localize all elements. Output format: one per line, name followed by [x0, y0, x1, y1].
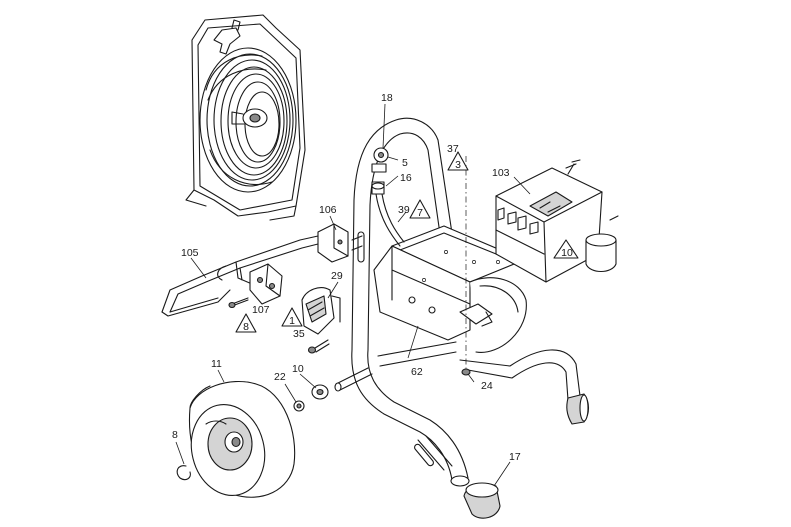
part-label-37: 37: [447, 143, 459, 155]
part-label-103: 103: [492, 167, 510, 179]
part-label-107: 107: [252, 304, 270, 316]
screw-35: [307, 339, 330, 354]
axle: [334, 367, 373, 392]
mount-bracket-62: [373, 156, 527, 372]
part-label-24: 24: [481, 380, 493, 392]
part-label-22: 22: [274, 371, 286, 383]
bracket-106: [317, 223, 363, 263]
guard-29: [301, 287, 341, 335]
part-label-39: 39: [398, 204, 410, 216]
callout-triangle-7: 7: [409, 199, 431, 219]
hose-reel: [185, 14, 306, 221]
part-label-8: 8: [172, 429, 178, 441]
part-label-35: 35: [293, 328, 305, 340]
part-label-10: 10: [292, 363, 304, 375]
foot-cap-17: [463, 482, 501, 519]
svg-text:10: 10: [561, 247, 573, 259]
part-label-106: 106: [319, 204, 337, 216]
clip-8: [176, 465, 191, 481]
part-label-105: 105: [181, 247, 199, 259]
svg-text:7: 7: [417, 207, 423, 219]
spacer-22: [293, 400, 305, 412]
callout-triangle-8: 8: [235, 313, 257, 333]
svg-text:8: 8: [243, 321, 249, 333]
washer-10: [311, 384, 329, 400]
callout-triangle-10: 10: [553, 239, 579, 259]
callout-triangle-3: 3: [447, 151, 469, 171]
svg-text:3: 3: [455, 159, 461, 171]
nut-24: [461, 368, 471, 376]
handle-105: [161, 235, 319, 317]
part-label-17: 17: [509, 451, 521, 463]
callout-triangle-1: 1: [281, 307, 303, 327]
wheel-11: [188, 380, 296, 498]
part-label-11: 11: [211, 358, 222, 370]
part-label-5: 5: [402, 157, 408, 169]
part-label-16: 16: [400, 172, 412, 184]
part-label-18: 18: [381, 92, 393, 104]
control-box-103: [495, 159, 619, 283]
part-label-62: 62: [411, 366, 423, 378]
svg-text:1: 1: [289, 315, 295, 327]
screw-107: [228, 297, 249, 309]
part-label-29: 29: [331, 270, 343, 282]
leader-lines: [175, 103, 531, 487]
fitting-assembly: [371, 147, 405, 247]
